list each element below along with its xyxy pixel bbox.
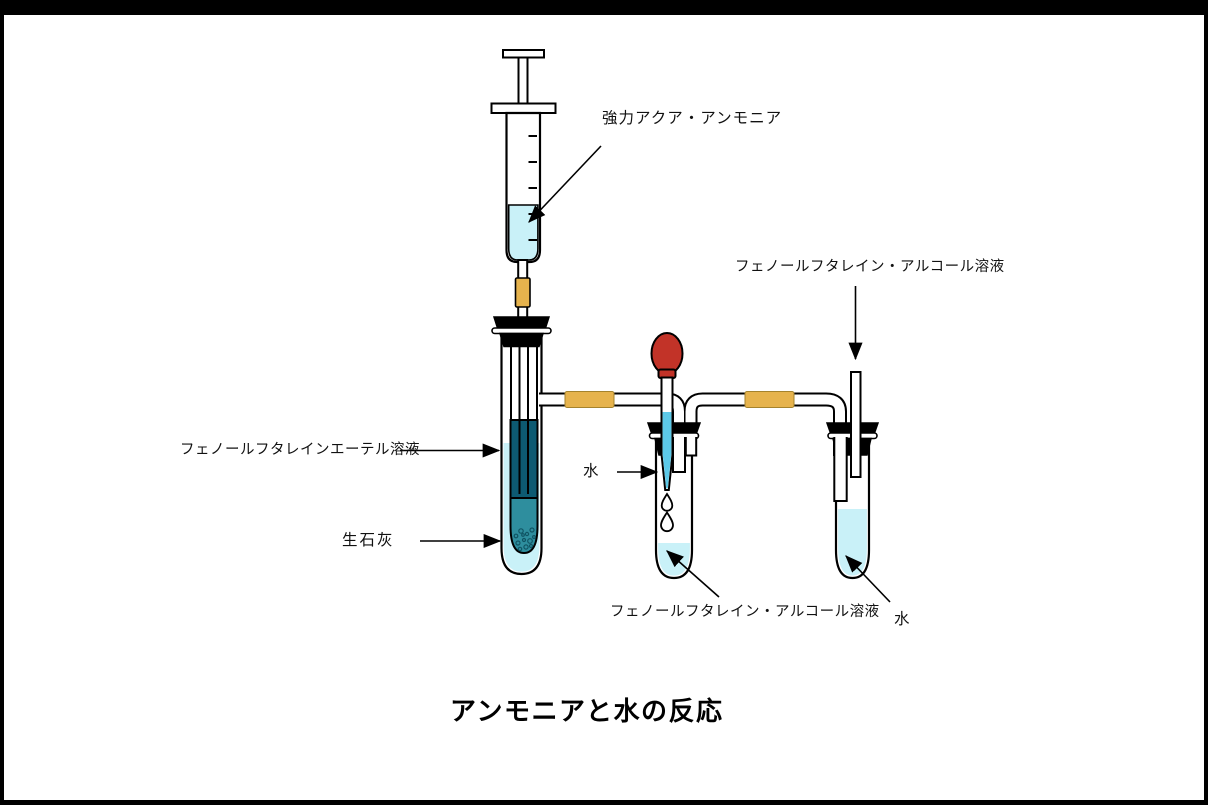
dropper-bulb: [650, 332, 684, 375]
syringe-plunger-handle: [502, 49, 545, 59]
quicklime-suspension: [509, 497, 539, 555]
figure-title: アンモニアと水の反応: [450, 697, 724, 727]
arrow-alcohol-bottom-label: [666, 550, 720, 598]
reagent-inlet-tube: [850, 371, 862, 478]
tube3-liquid: [838, 509, 867, 576]
syringe: [490, 49, 557, 320]
water-drop-1: [660, 492, 674, 512]
stopper-1: [491, 316, 552, 348]
rubber-connector-left: [564, 391, 615, 408]
label-syringe-content: 強力アクア・アンモニア: [602, 109, 783, 127]
arrow-syringe-label: [528, 145, 602, 223]
quicklime-speckles: [513, 527, 536, 552]
water-drop-2: [660, 510, 674, 533]
syringe-rubber-connector: [514, 277, 531, 308]
dropper-water: [662, 412, 672, 489]
label-water-tube3: 水: [894, 610, 911, 628]
annotation-arrows: [400, 145, 891, 603]
gas-inlet-stub-tube2: [672, 437, 686, 473]
label-phenolphthalein-alcohol-top: フェノールフタレイン・アルコール溶液: [735, 259, 1005, 275]
inner-tube: [509, 346, 539, 555]
syringe-flange: [490, 102, 557, 114]
gas-inlet-stub-tube3: [833, 437, 848, 502]
dropper: [650, 332, 684, 533]
label-phenolphthalein-ether: フェノールフタレインエーテル溶液: [180, 442, 420, 458]
label-water-dropper: 水: [583, 462, 600, 480]
label-phenolphthalein-alcohol-bottom: フェノールフタレイン・アルコール溶液: [610, 604, 880, 620]
phenolphthalein-ether-solution: [509, 419, 539, 499]
arrow-water-tube3-label: [845, 555, 891, 603]
delivery-tube-in-tube1: [518, 346, 529, 494]
rubber-connector-right: [744, 391, 795, 408]
gas-outlet-channel-tube2: [684, 437, 698, 457]
label-quicklime: 生石灰: [342, 531, 395, 549]
